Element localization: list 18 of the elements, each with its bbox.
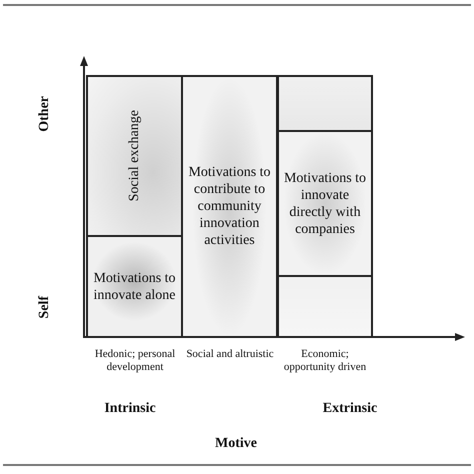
category-label: Social and altruistic bbox=[185, 348, 275, 361]
category-label: Hedonic; personal development bbox=[94, 348, 176, 374]
quadrant-box bbox=[86, 75, 183, 237]
quadrant-box bbox=[277, 130, 373, 277]
quadrant-box bbox=[86, 235, 183, 338]
box-text: Social exchange bbox=[126, 110, 143, 202]
empty-box bbox=[277, 275, 373, 338]
empty-box bbox=[277, 75, 373, 132]
axis-label: Self bbox=[38, 296, 53, 319]
axis-label: Other bbox=[38, 96, 53, 132]
box-text: Motivations to contribute to community innovation activities bbox=[187, 164, 272, 249]
scale-end-label: Extrinsic bbox=[322, 402, 378, 415]
box-text: Motivations to innovate alone bbox=[92, 270, 177, 304]
category-label: Economic; opportunity driven bbox=[282, 348, 368, 374]
quadrant-box bbox=[181, 75, 278, 338]
axis-title: Motive bbox=[214, 437, 258, 450]
scale-end-label: Intrinsic bbox=[103, 402, 157, 415]
box-text: Motivations to innovate directly with companies bbox=[282, 170, 368, 238]
